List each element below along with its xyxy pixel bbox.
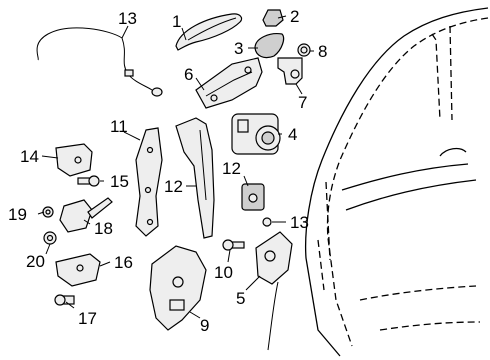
callout-10: 10 — [214, 263, 233, 282]
callout-16: 15 — [110, 172, 129, 191]
part-15-upper-hinge — [55, 143, 93, 177]
part-8-nut — [297, 43, 311, 57]
callout-4: 4 — [288, 125, 298, 144]
part-20-bolt — [42, 206, 54, 218]
part-18-bolt — [54, 294, 75, 306]
callout-17: 16 — [114, 253, 133, 272]
callout-5: 5 — [236, 289, 246, 308]
part-3-cover — [254, 33, 285, 59]
callout-1: 1 — [172, 12, 182, 31]
leader-lines — [37, 15, 314, 319]
part-5-latch — [255, 231, 293, 351]
part-4-lock-cylinder — [231, 113, 281, 155]
part-12-channel — [175, 117, 215, 239]
callout-7: 7 — [298, 93, 308, 112]
callout-19: 18 — [94, 219, 113, 238]
callout-3: 3 — [234, 39, 244, 58]
part-13-screw — [262, 217, 272, 227]
callout-11: 11 — [110, 117, 128, 136]
callout-12-channel: 12 — [164, 177, 183, 196]
part-9-latch-housing — [149, 245, 207, 331]
callout-13: 13 — [290, 213, 309, 232]
part-6-handle-frame — [195, 57, 263, 109]
callout-18: 17 — [78, 309, 97, 328]
callout-8: 8 — [318, 42, 328, 61]
callout-21: 20 — [26, 252, 45, 271]
part-7-bracket — [277, 57, 303, 85]
part-2-handle-cap — [262, 9, 284, 27]
part-1-outside-handle — [175, 13, 243, 51]
callout-12-striker: 12 — [222, 159, 241, 178]
callout-9: 9 — [200, 316, 210, 335]
part-14-cable — [36, 27, 163, 97]
part-16-bolt — [77, 175, 100, 187]
door-outline — [305, 7, 489, 357]
part-17-lower-hinge — [55, 253, 101, 287]
callout-6: 6 — [184, 65, 194, 84]
callout-2: 2 — [290, 7, 300, 26]
part-12-striker — [241, 183, 265, 211]
part-10-bolt — [222, 239, 245, 251]
callout-15: 14 — [20, 147, 39, 166]
part-21-nut — [43, 231, 57, 245]
callout-20: 19 — [8, 205, 27, 224]
callout-14: 13 — [118, 9, 137, 28]
part-11-inner-bracket — [135, 127, 163, 237]
part-19-check-arm — [59, 197, 113, 233]
